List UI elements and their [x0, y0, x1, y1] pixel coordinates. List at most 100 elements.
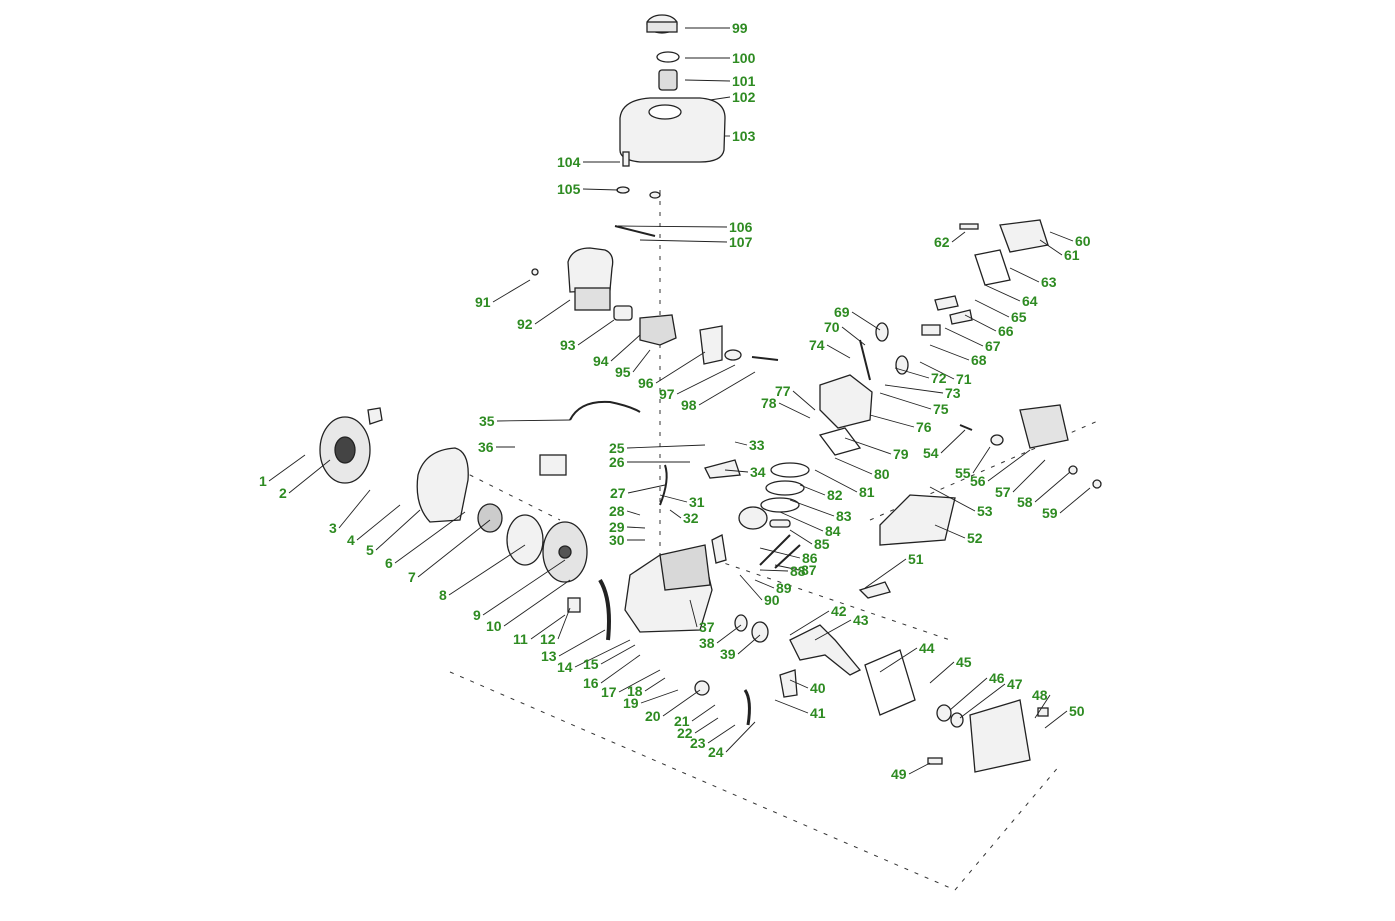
callout-78: 78 — [761, 395, 777, 411]
ignition-module — [539, 454, 567, 476]
callout-56: 56 — [970, 473, 986, 489]
muffler-guard — [879, 494, 956, 546]
leader-line-66 — [964, 314, 997, 332]
leader-line-76 — [869, 414, 915, 428]
leader-line-61 — [1039, 239, 1063, 256]
air-filter-group — [531, 247, 779, 365]
callout-8: 8 — [439, 587, 447, 603]
leader-line-53 — [929, 486, 976, 512]
callout-19: 19 — [623, 695, 639, 711]
leader-line-6 — [394, 511, 466, 564]
callout-96: 96 — [638, 375, 654, 391]
callout-62: 62 — [934, 234, 950, 250]
leader-line-7 — [417, 519, 491, 578]
leader-line-11 — [530, 614, 566, 640]
leader-line-96 — [655, 351, 706, 384]
leader-line-47 — [959, 683, 1006, 719]
leader-line-78 — [778, 402, 811, 419]
callout-67: 67 — [985, 338, 1001, 354]
callout-71: 71 — [956, 371, 972, 387]
leader-line-50 — [1044, 710, 1068, 729]
starter-handle — [367, 407, 383, 425]
valve-spring-1 — [875, 322, 889, 342]
callout-32: 32 — [683, 510, 699, 526]
leader-line-23 — [707, 724, 736, 744]
callout-2: 2 — [279, 485, 287, 501]
callout-17: 17 — [601, 684, 617, 700]
leader-line-98 — [698, 371, 756, 406]
leader-line-40 — [789, 679, 809, 689]
callout-85: 85 — [814, 536, 830, 552]
carburetor-insulator — [699, 325, 723, 365]
leader-line-42 — [789, 610, 830, 636]
callout-39: 39 — [720, 646, 736, 662]
callout-13: 13 — [541, 648, 557, 664]
callout-16: 16 — [583, 675, 599, 691]
callout-37: 37 — [699, 619, 715, 635]
fan-shroud — [416, 447, 469, 523]
leader-line-2 — [288, 459, 331, 494]
recoil-starter-hub — [334, 436, 356, 464]
oil-dipstick — [927, 757, 943, 765]
callout-105: 105 — [557, 181, 581, 197]
callout-92: 92 — [517, 316, 533, 332]
drain-plug — [1037, 707, 1049, 717]
callout-33: 33 — [749, 437, 765, 453]
leader-line-56 — [987, 449, 1031, 482]
valve-cover — [999, 219, 1049, 253]
fuel-tank-group — [614, 14, 726, 237]
leader-line-105 — [582, 188, 619, 191]
leader-line-38 — [716, 624, 742, 644]
leader-line-32 — [669, 509, 682, 519]
air-filter-cover — [567, 247, 614, 293]
crankshaft — [789, 624, 862, 676]
assembly-axes — [449, 190, 1101, 891]
leader-line-54 — [940, 429, 966, 454]
callout-98: 98 — [681, 397, 697, 413]
tank-bolt — [614, 225, 656, 237]
leader-line-81 — [814, 469, 858, 493]
leader-line-52 — [934, 524, 966, 539]
callout-11: 11 — [513, 631, 528, 647]
callout-44: 44 — [919, 640, 935, 656]
brake-strap — [598, 578, 611, 641]
tank-washer — [616, 186, 630, 194]
callout-86: 86 — [802, 550, 818, 566]
rocker-arm-1 — [934, 295, 959, 311]
callout-91: 91 — [475, 294, 491, 310]
callout-57: 57 — [995, 484, 1011, 500]
callout-59: 59 — [1042, 505, 1058, 521]
callout-97: 97 — [659, 386, 675, 402]
callout-61: 61 — [1064, 247, 1080, 263]
flywheel-fan — [506, 514, 544, 566]
leader-line-64 — [984, 284, 1021, 302]
leader-line-107 — [639, 239, 728, 243]
leader-line-45 — [929, 661, 955, 684]
leader-line-74 — [826, 344, 851, 359]
callout-100: 100 — [732, 50, 756, 66]
leader-line-31 — [659, 494, 688, 503]
callout-25: 25 — [609, 440, 625, 456]
leader-line-69 — [851, 311, 881, 331]
leader-line-22 — [694, 717, 719, 734]
fuel-tank-filler-neck — [648, 104, 682, 120]
cover-bearing — [950, 712, 964, 728]
callout-99: 99 — [732, 20, 748, 36]
callout-14: 14 — [557, 659, 573, 675]
callout-1: 1 — [259, 473, 267, 489]
callout-27: 27 — [610, 485, 626, 501]
callout-23: 23 — [690, 735, 706, 751]
callout-48: 48 — [1032, 687, 1048, 703]
leader-line-37 — [689, 599, 698, 628]
callout-73: 73 — [945, 385, 961, 401]
leader-line-80 — [834, 457, 873, 475]
leader-line-79 — [844, 437, 892, 455]
leader-line-55 — [972, 446, 991, 474]
callout-45: 45 — [956, 654, 972, 670]
leader-line-59 — [1059, 487, 1091, 514]
wire-harness — [569, 400, 641, 421]
callout-84: 84 — [825, 523, 841, 539]
cylinder-head-group — [818, 219, 1049, 456]
callout-10: 10 — [486, 618, 502, 634]
muffler-stud — [959, 424, 973, 431]
